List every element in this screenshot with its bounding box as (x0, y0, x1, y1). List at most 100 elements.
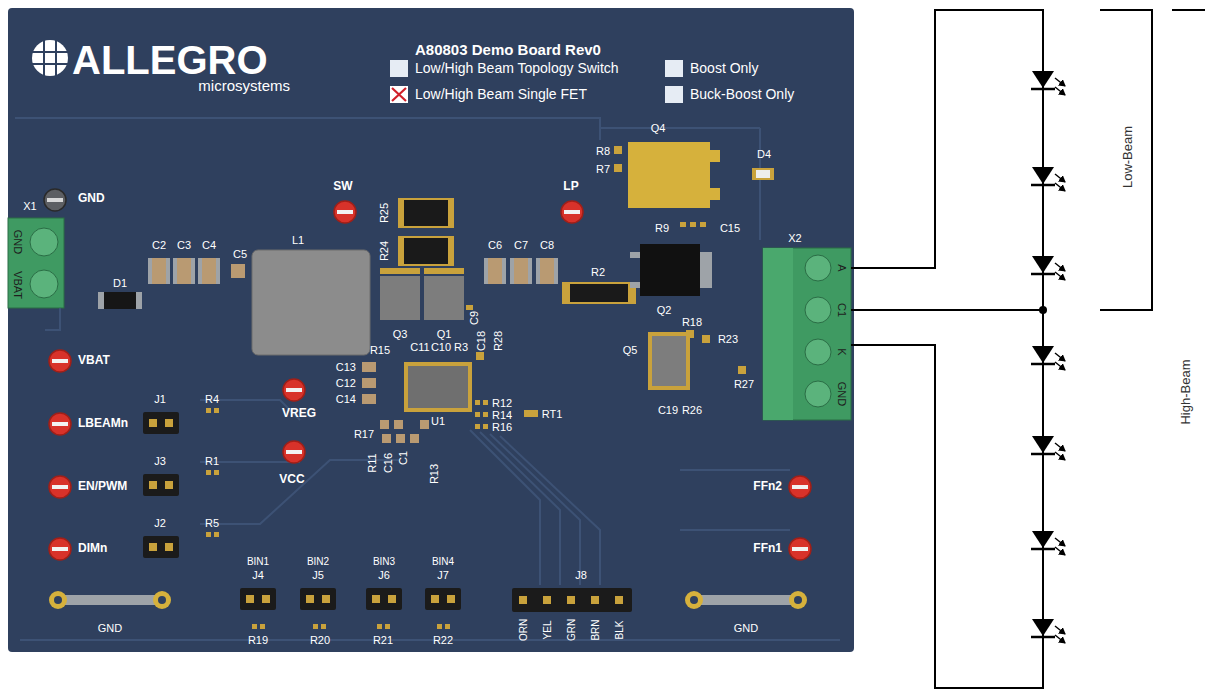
part-designator: R12 (492, 397, 512, 409)
part-designator: X1 (23, 200, 36, 212)
legend-text: Low/High Beam Single FET (415, 87, 587, 102)
signal-label: BRN (590, 619, 601, 640)
part-designator: C12 (336, 377, 356, 389)
part-designator: C19 (658, 404, 678, 416)
part-designator: C13 (336, 361, 356, 373)
part-designator: R9 (655, 222, 669, 234)
signal-label: FFn1 (753, 542, 782, 555)
part-designator: D4 (757, 148, 771, 160)
part-designator: J7 (437, 569, 449, 581)
check-cross (390, 86, 408, 103)
signal-label: ALLEGRO (72, 38, 268, 82)
part-designator: C7 (514, 239, 528, 251)
legend-checkbox (665, 60, 683, 77)
signal-label: GND (12, 230, 24, 254)
part-designator: X2 (788, 232, 801, 244)
part-designator: C3 (177, 239, 191, 251)
part-designator: C9 (468, 311, 480, 325)
signal-label: BIN3 (373, 556, 395, 567)
part-designator: D1 (113, 277, 127, 289)
part-designator: R17 (354, 428, 374, 440)
signal-label: A (836, 264, 848, 271)
part-designator: R14 (492, 409, 512, 421)
signal-label: GRN (566, 619, 577, 641)
part-designator: Q1 (437, 328, 452, 340)
signal-label: GND (836, 382, 848, 406)
part-designator: Q3 (393, 328, 408, 340)
part-designator: C14 (336, 393, 356, 405)
signal-label: SW (333, 180, 352, 193)
signal-label: EN/PWM (78, 480, 127, 493)
signal-label: BIN4 (432, 556, 454, 567)
legend-text: Boost Only (690, 61, 758, 76)
part-designator: R22 (433, 634, 453, 646)
part-designator: R16 (492, 421, 512, 433)
part-designator: C6 (488, 239, 502, 251)
signal-label: FFn2 (753, 480, 782, 493)
part-designator: R1 (205, 455, 219, 467)
signal-label: LBEAMn (78, 417, 128, 430)
part-designator: R23 (718, 333, 738, 345)
part-designator: R5 (205, 517, 219, 529)
part-designator: C18 (475, 331, 487, 351)
part-designator: R27 (734, 378, 754, 390)
part-designator: R15 (370, 344, 390, 356)
part-designator: R3 (454, 341, 468, 353)
part-designator: RT1 (542, 408, 563, 420)
signal-label: High-Beam (1179, 359, 1193, 424)
part-designator: R8 (596, 145, 610, 157)
part-designator: J6 (378, 569, 390, 581)
part-designator: J1 (154, 393, 166, 405)
board-title: A80803 Demo Board Rev0 (415, 42, 601, 59)
part-designator: R18 (682, 316, 702, 328)
signal-label: microsystems (198, 78, 290, 95)
legend-text: Buck-Boost Only (690, 87, 794, 102)
part-designator: R11 (366, 453, 378, 472)
part-designator: Q5 (623, 344, 638, 356)
part-designator: C4 (202, 239, 216, 251)
part-designator: R7 (596, 163, 610, 175)
part-designator: C1 (397, 451, 409, 465)
part-designator: C8 (540, 239, 554, 251)
signal-label: K (836, 348, 848, 355)
signal-label: VREG (282, 407, 316, 420)
signal-label: YEL (542, 621, 553, 640)
signal-label: GND (78, 192, 105, 205)
signal-label: GND (734, 622, 758, 634)
part-designator: L1 (292, 234, 304, 246)
signal-label: Low-Beam (1121, 126, 1135, 188)
part-designator: C1 (836, 303, 848, 317)
signal-label: ORN (518, 619, 529, 641)
part-designator: R25 (378, 203, 390, 223)
signal-label: BLK (614, 621, 625, 640)
signal-label: GND (98, 622, 122, 634)
part-designator: J4 (252, 569, 264, 581)
part-designator: R21 (373, 634, 393, 646)
part-designator: C2 (152, 239, 166, 251)
signal-label: BIN2 (307, 556, 329, 567)
part-designator: J3 (154, 455, 166, 467)
part-designator: Q4 (651, 122, 666, 134)
part-designator: R4 (205, 393, 219, 405)
part-designator: C15 (720, 222, 740, 234)
part-designator: Q2 (657, 304, 672, 316)
signal-label: VBAT (78, 354, 110, 367)
signal-label: LP (563, 180, 578, 193)
part-designator: R24 (378, 241, 390, 261)
legend-checkbox (665, 86, 683, 103)
part-designator: J2 (154, 517, 166, 529)
part-designator: C16 (382, 453, 394, 473)
signal-label: BIN1 (247, 556, 269, 567)
part-designator: J5 (312, 569, 324, 581)
part-designator: R2 (591, 266, 605, 278)
legend-text: Low/High Beam Topology Switch (415, 61, 619, 76)
signal-label: VBAT (12, 271, 24, 299)
legend-checkbox (390, 86, 408, 103)
signal-label: VCC (279, 473, 304, 486)
part-designator: R26 (682, 404, 702, 416)
part-designator: C11 (410, 341, 429, 353)
part-designator: R20 (310, 634, 330, 646)
part-designator: R13 (428, 464, 440, 484)
